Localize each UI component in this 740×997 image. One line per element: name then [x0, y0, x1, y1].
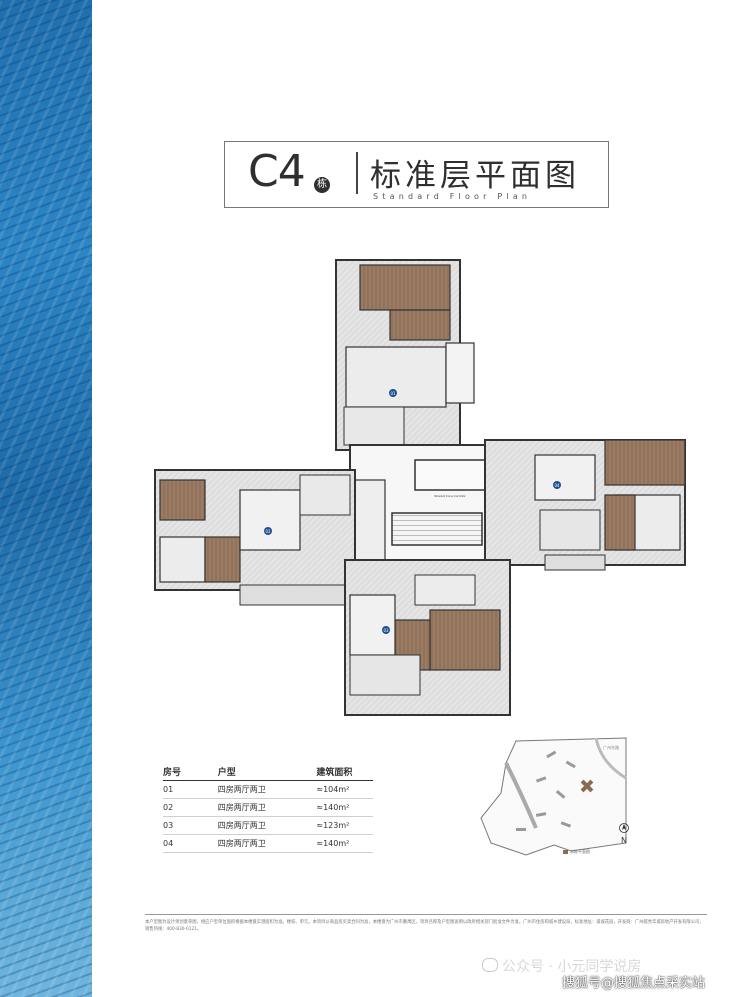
- site-plan-map: 广州东路: [480, 737, 627, 856]
- cell-type: 四房两厅两卫: [217, 839, 266, 848]
- cell-room: 01: [163, 785, 174, 794]
- north-arrow: N: [619, 822, 629, 845]
- wechat-watermark: 公众号 · 小元同学说房: [502, 959, 642, 975]
- table-row: 04 四房两厅两卫 ≈140m²: [163, 835, 373, 853]
- cell-area: ≈104m²: [316, 785, 350, 794]
- cell-type: 四房两厅两卫: [217, 785, 266, 794]
- cell-room: 04: [163, 839, 174, 848]
- sohu-watermark: 搜狐号@搜狐焦点采实站: [562, 976, 706, 991]
- north-label: N: [621, 836, 627, 845]
- core: Shared Core Corridor: [349, 444, 491, 576]
- header-area: 建筑面积: [316, 767, 353, 778]
- wechat-icon: [482, 958, 498, 972]
- unit-04: 04: [484, 439, 686, 571]
- road-label: 广州东路: [603, 744, 619, 750]
- current-building-marker: [580, 779, 594, 793]
- sea-water-background: [0, 0, 92, 997]
- table-row: 01 四房两厅两卫 ≈104m²: [163, 781, 373, 799]
- header-type: 户型: [217, 767, 236, 778]
- svg-text:04: 04: [554, 483, 560, 488]
- title-frame: [224, 141, 609, 208]
- north-arrow-icon: [619, 823, 629, 833]
- unit-02: 02: [154, 469, 356, 606]
- legend-swatch: [563, 850, 568, 854]
- cell-type: 四房两厅两卫: [217, 803, 266, 812]
- legend-label: 本栋平面图: [570, 849, 590, 854]
- unit-01: 01: [335, 259, 475, 451]
- footnote-disclaimer: 本户型图为设计师创意草图，相应户型单位面积根据本楼盘实测面积为准。楼栋、单元。本…: [145, 914, 707, 933]
- title-divider: [356, 152, 358, 194]
- table-row: 02 四房两厅两卫 ≈140m²: [163, 799, 373, 817]
- building-code: C4: [248, 146, 306, 197]
- cell-area: ≈140m²: [316, 803, 350, 812]
- floor-plan: 01 Shared Core Corridor 02 04: [154, 259, 686, 716]
- svg-text:01: 01: [390, 391, 396, 396]
- unit-table: 房号 户型 建筑面积 01 四房两厅两卫 ≈104m² 02 四房两厅两卫 ≈1…: [163, 762, 373, 853]
- cell-room: 02: [163, 803, 174, 812]
- building-suffix-badge: 栋: [314, 177, 330, 193]
- cell-type: 四房两厅两卫: [217, 821, 266, 830]
- unit-03: 03: [344, 559, 511, 716]
- svg-text:02: 02: [265, 529, 271, 534]
- site-legend: 本栋平面图: [563, 849, 590, 855]
- cell-area: ≈140m²: [316, 839, 350, 848]
- table-row: 03 四房两厅两卫 ≈123m²: [163, 817, 373, 835]
- cell-room: 03: [163, 821, 174, 830]
- page-title: 标准层平面图: [370, 158, 580, 194]
- svg-text:03: 03: [383, 628, 389, 633]
- table-header: 房号 户型 建筑面积: [163, 762, 373, 781]
- page-subtitle: Standard Floor Plan: [373, 192, 532, 201]
- cell-area: ≈123m²: [316, 821, 350, 830]
- core-note: Shared Core Corridor: [434, 494, 466, 498]
- header-room: 房号: [163, 767, 182, 778]
